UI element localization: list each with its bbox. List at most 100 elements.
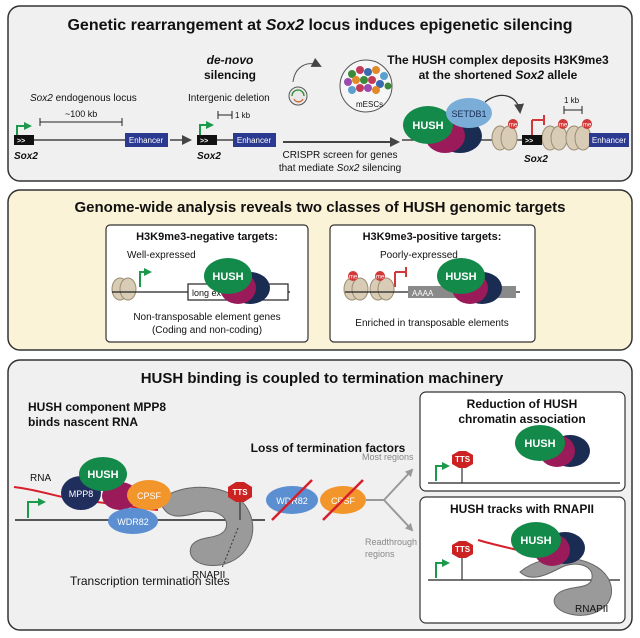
most-regions-label: Most regions — [362, 452, 414, 462]
hush-label: HUSH — [524, 438, 555, 450]
hush-label: HUSH — [212, 271, 243, 283]
tss-arrow-icon — [199, 121, 214, 137]
sox2-label: Sox2 — [197, 151, 221, 162]
sox2-gene-box — [197, 135, 217, 145]
panel3-title: HUSH binding is coupled to termination m… — [141, 370, 504, 387]
sox2-label: Sox2 — [14, 151, 38, 162]
neg-title: H3K9me3-negative targets: — [136, 231, 278, 243]
polya-label: AAAA — [412, 289, 434, 298]
reduction-line2: chromatin association — [458, 412, 585, 426]
rna-label: RNA — [30, 473, 51, 484]
intergenic-deletion-label: Intergenic deletion — [188, 93, 270, 104]
hush-label: HUSH — [87, 469, 118, 481]
pos-expression-label: Poorly-expressed — [380, 250, 458, 261]
me-mark-icon — [508, 119, 518, 129]
tts-octagon-icon — [452, 451, 473, 468]
rnapii-label: RNAPII — [192, 570, 225, 581]
knockout-slash-icon — [271, 479, 313, 521]
hush-label: HUSH — [412, 120, 443, 132]
svg-text:>>: >> — [525, 138, 533, 145]
panel-genomic-targets: Genome-wide analysis reveals two classes… — [7, 189, 633, 351]
termination-sites-label: Transcription termination sites — [70, 574, 230, 588]
mpp8-desc-line1: HUSH component MPP8 — [28, 400, 166, 414]
tracks-box: HUSH tracks with RNAPII TTS RNAPII HUSH — [419, 496, 626, 624]
deleted-locus: de-novo silencing Intergenic deletion 1 … — [188, 53, 276, 162]
tss-arrow-icon — [27, 498, 46, 518]
endogenous-locus: Sox2 endogenous locus ~100 kb >> Enhance… — [14, 93, 168, 162]
termination-scene: RNAPII TTS RNA MPP8 HUSH CPSF WDR82 Tran… — [13, 457, 265, 588]
rnapii-label: RNAPII — [575, 604, 608, 615]
tss-arrow-icon — [435, 462, 450, 481]
hush-subunit-green — [79, 457, 127, 491]
hush-deposit-title-line1: The HUSH complex deposits H3K9me3 — [387, 53, 609, 67]
methylation-arrow — [484, 94, 525, 114]
cells-icon — [344, 66, 392, 94]
hush-complex-icon — [204, 258, 252, 294]
tts-octagon-icon — [452, 541, 473, 558]
reduction-line1: Reduction of HUSH — [467, 397, 578, 411]
hush-complex-icon — [511, 522, 561, 558]
wdr82-label: WDR82 — [117, 517, 149, 527]
mpp8-label: MPP8 — [69, 489, 94, 499]
sox2-gene-box — [14, 135, 34, 145]
pos-title: H3K9me3-positive targets: — [363, 231, 502, 243]
hush-subunit-green — [403, 106, 453, 144]
enhancer-label: Enhancer — [237, 136, 272, 145]
panel2-title: Genome-wide analysis reveals two classes… — [74, 199, 565, 216]
tts-label: TTS — [232, 488, 248, 497]
long-exons-label: long exons — [192, 288, 236, 298]
readthrough-label-line2: regions — [365, 549, 395, 559]
sox2-gene-box — [522, 135, 542, 145]
mescs-label: mESCs — [356, 100, 383, 109]
tts-octagon-icon — [228, 482, 252, 502]
silencing-label: silencing — [204, 68, 256, 82]
svg-text:>>: >> — [17, 138, 25, 145]
enhancer-box — [233, 133, 276, 147]
branch-arrow-down — [383, 499, 414, 532]
endogenous-locus-label: Sox2 endogenous locus — [30, 93, 137, 104]
loss-label: Loss of termination factors — [251, 441, 406, 455]
enhancer-box — [125, 133, 168, 147]
panel-termination-coupling: HUSH binding is coupled to termination m… — [7, 359, 633, 631]
me-mark-icon — [582, 119, 592, 129]
distance-1kb-label: 1 kb — [564, 96, 580, 105]
tts-label: TTS — [455, 455, 471, 464]
cpsf-protein — [127, 480, 171, 510]
mpp8-desc-line2: binds nascent RNA — [28, 415, 138, 429]
neg-expression-label: Well-expressed — [127, 250, 196, 261]
me-mark-icon — [558, 119, 568, 129]
reduction-box: Reduction of HUSH chromatin association … — [419, 391, 626, 492]
hush-complex-icon — [437, 258, 485, 294]
methylated-nucleosomes: me me me — [491, 119, 592, 151]
repressed-sox2: >> Sox2 1 kb Enhancer — [522, 96, 629, 165]
mescs-cluster: mESCs — [288, 57, 393, 113]
panel1-title: Genetic rearrangement at Sox2 locus indu… — [67, 17, 572, 34]
tracks-label: HUSH tracks with RNAPII — [450, 502, 594, 516]
knockout-slash-icon — [322, 479, 364, 521]
tss-arrow-icon — [139, 268, 152, 287]
tts-label: TTS — [455, 545, 471, 554]
h3k9me3-negative-box: H3K9me3-negative targets: Well-expressed… — [105, 224, 309, 343]
denovo-label: de-novo — [207, 53, 254, 67]
cpsf-label: CPSF — [137, 491, 162, 501]
hush-complex-icon — [515, 425, 565, 461]
loss-of-factors: Loss of termination factors WDR82 CPSF M… — [251, 441, 417, 559]
enhancer-label: Enhancer — [592, 136, 627, 145]
hush-label: HUSH — [445, 271, 476, 283]
svg-text:me: me — [583, 123, 592, 129]
neg-desc-line2: (Coding and non-coding) — [152, 325, 262, 336]
svg-text:me: me — [559, 123, 568, 129]
distance-100kb-label: ~100 kb — [65, 109, 97, 119]
hush-deposit-title-line2: at the shortened Sox2 allele — [419, 68, 578, 82]
panel-sox2-silencing: Genetic rearrangement at Sox2 locus indu… — [7, 5, 633, 182]
readthrough-label-line1: Readthrough — [365, 537, 417, 547]
distance-1kb-label: 1 kb — [235, 111, 251, 120]
branch-arrow-up — [383, 468, 414, 501]
neg-desc-line1: Non-transposable element genes — [133, 312, 280, 323]
svg-text:me: me — [376, 275, 385, 281]
crispr-line2: that mediate Sox2 silencing — [279, 163, 401, 174]
crispr-line1: CRISPR screen for genes — [282, 150, 397, 161]
me-mark-icon — [348, 271, 358, 281]
